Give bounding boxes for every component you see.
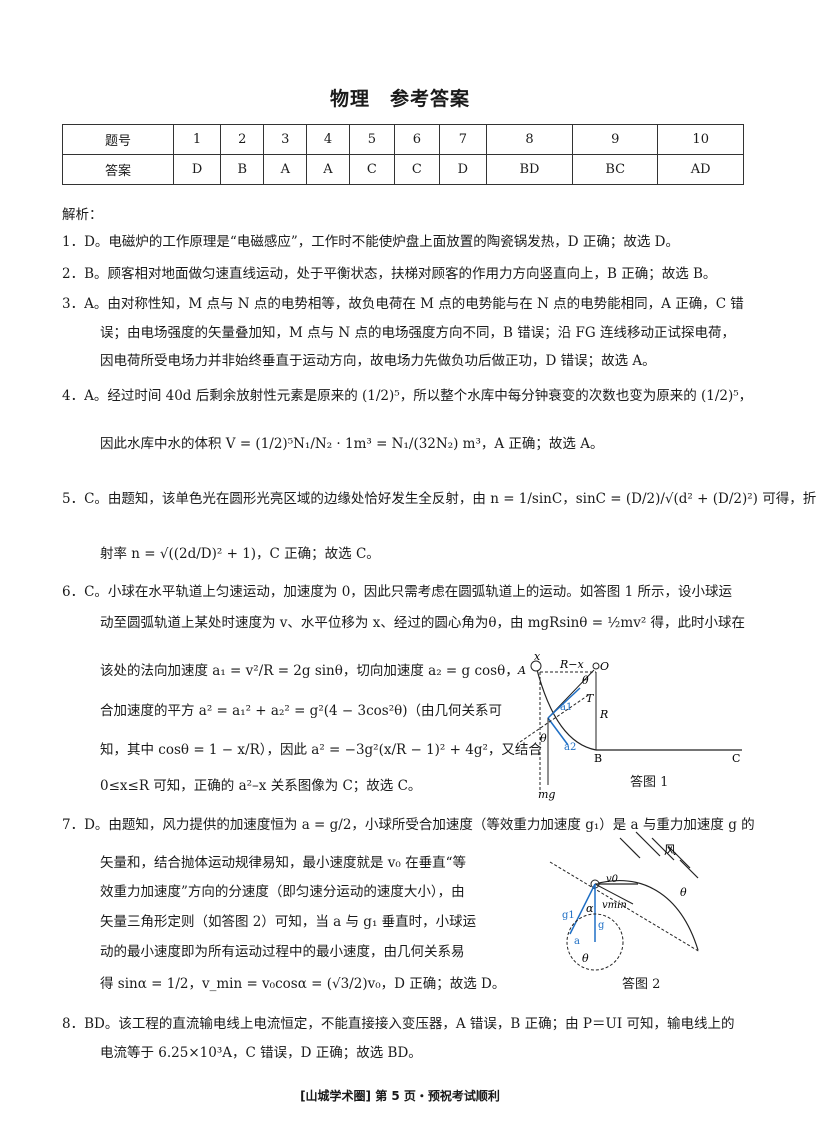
table-cell: A bbox=[306, 154, 350, 185]
answer-line-q7: 7．D。由题知，风力提供的加速度恒为 a = g/2，小球所受合加速度（等效重力… bbox=[62, 817, 755, 833]
fig1-label-c: C bbox=[732, 752, 740, 765]
fig2-label-theta2: θ bbox=[582, 952, 589, 965]
table-cell: 5 bbox=[348, 124, 395, 155]
fig1-label-b: B bbox=[594, 752, 602, 765]
fig2-dash-circle bbox=[566, 913, 624, 971]
answer-line-q3: 3．A。由对称性知，M 点与 N 点的电势相等，故负电荷在 M 点的电势能与在 … bbox=[62, 296, 744, 312]
table-cell: B bbox=[220, 154, 265, 185]
table-cell: BC bbox=[572, 154, 659, 185]
fig2-trajectory bbox=[594, 880, 699, 951]
fig2-label-v0: v0 bbox=[606, 874, 619, 885]
fig2-label-a: a bbox=[574, 936, 580, 947]
fig2-label-g: g bbox=[598, 920, 605, 931]
table-cell: 1 bbox=[173, 124, 222, 155]
table-cell: BD bbox=[485, 154, 574, 185]
fig2-wind-arrow bbox=[667, 845, 691, 869]
answer-line-q2: 2．B。顾客相对地面做匀速直线运动，处于平衡状态，扶梯对顾客的作用力方向竖直向上… bbox=[62, 266, 717, 282]
answer-line-q6: 知，其中 cosθ = 1 − x/R），因此 a² = −3g²(x/R − … bbox=[100, 742, 542, 758]
table-cell: 8 bbox=[485, 124, 574, 155]
table-cell: A bbox=[263, 154, 308, 185]
answer-table-answer-row: 答案 D B A A C C D BD BC AD bbox=[61, 154, 744, 185]
figure-1-diagram: x R−x O A θ T a1 R θ a2 B C mg bbox=[517, 650, 742, 801]
fig2-wind-arrow bbox=[651, 837, 675, 861]
fig2-label-wind: 风 bbox=[664, 843, 676, 857]
table-header-label: 题号 bbox=[61, 124, 175, 155]
fig2-wind-arrow bbox=[635, 831, 661, 857]
answer-line-q7: 矢量和，结合抛体运动规律易知，最小速度就是 v₀ 在垂直“等 bbox=[100, 855, 467, 871]
fig1-arc-track bbox=[535, 665, 597, 751]
fig1-tangent-dash bbox=[519, 693, 591, 743]
table-cell: C bbox=[348, 154, 395, 185]
table-cell: AD bbox=[657, 154, 744, 185]
fig2-g1-arrow bbox=[569, 883, 596, 935]
answer-line-q6: 0≤x≤R 可知，正确的 a²–x 关系图像为 C；故选 C。 bbox=[100, 778, 422, 794]
answer-line-q6: 动至圆弧轨道上某处时速度为 v、水平位移为 x、经过的圆心角为θ，由 mgRsi… bbox=[100, 615, 746, 631]
fig1-label-rx: R−x bbox=[559, 658, 584, 671]
answer-line-q5: 5．C。由题知，该单色光在圆形光亮区域的边缘处恰好发生全反射，由 n = 1/s… bbox=[62, 491, 816, 507]
answer-line-q8: 电流等于 6.25×10³A，C 错误，D 正确；故选 BD。 bbox=[100, 1045, 422, 1061]
fig2-label-theta: θ bbox=[680, 886, 687, 899]
table-cell: 3 bbox=[263, 124, 308, 155]
answer-line-q6: 合加速度的平方 a² = a₁² + a₂² = g²(4 − 3cos²θ)（… bbox=[100, 703, 502, 719]
table-cell: 9 bbox=[572, 124, 659, 155]
fig2-label-alpha: α bbox=[586, 902, 594, 915]
table-cell: 10 bbox=[657, 124, 744, 155]
table-cell: D bbox=[173, 154, 222, 185]
fig2-dash-line bbox=[549, 861, 701, 953]
answer-line-q7: 动的最小速度即为所有运动过程中的最小速度，由几何关系易 bbox=[100, 944, 465, 960]
answer-line-q3: 因电荷所受电场力并非始终垂直于运动方向，故电场力先做负功后做正功，D 错误；故选… bbox=[100, 353, 656, 369]
table-cell: 2 bbox=[220, 124, 265, 155]
table-cell: C bbox=[393, 154, 440, 185]
answer-line-q6: 6．C。小球在水平轨道上匀速运动，加速度为 0，因此只需考虑在圆弧轨道上的运动。… bbox=[62, 584, 732, 600]
answer-line-q5: 射率 n = √((2d/D)² + 1)，C 正确；故选 C。 bbox=[100, 546, 380, 562]
page-title: 物理 参考答案 bbox=[329, 88, 470, 110]
answer-line-q6: 该处的法向加速度 a₁ = v²/R = 2g sinθ，切向加速度 a₂ = … bbox=[100, 663, 519, 679]
figure-1-caption: 答图 1 bbox=[630, 775, 669, 790]
table-answer-label: 答案 bbox=[61, 154, 175, 185]
fig2-label-g1: g1 bbox=[562, 910, 575, 921]
fig1-a1-arrow bbox=[547, 687, 581, 719]
fig1-label-theta2: θ bbox=[540, 732, 547, 745]
answer-table-header-row: 题号 1 2 3 4 5 6 7 8 9 10 bbox=[61, 124, 744, 155]
fig1-label-mg: mg bbox=[538, 788, 555, 801]
page-footer: [山城学术圈] 第 5 页・预祝考试顺利 bbox=[300, 1089, 500, 1103]
table-cell: 4 bbox=[306, 124, 350, 155]
answer-line-q7: 矢量三角形定则（如答图 2）可知，当 a 与 g₁ 垂直时，小球运 bbox=[100, 914, 477, 930]
fig1-a2-arrow bbox=[547, 717, 569, 746]
figure-2-caption: 答图 2 bbox=[622, 977, 661, 992]
fig1-pivot bbox=[592, 662, 600, 670]
table-cell: D bbox=[438, 154, 487, 185]
fig2-label-vmin: vmin bbox=[602, 900, 627, 911]
fig1-label-o: O bbox=[600, 660, 609, 673]
answer-line-q3: 误；由电场强度的矢量叠加知，M 点与 N 点的电场强度方向不同，B 错误；沿 F… bbox=[100, 325, 735, 341]
table-cell: 6 bbox=[393, 124, 440, 155]
analysis-heading: 解析： bbox=[62, 207, 103, 223]
fig2-wind-arrow bbox=[619, 837, 641, 859]
fig2-vmin-arrow bbox=[594, 883, 634, 905]
table-cell: 7 bbox=[438, 124, 487, 155]
fig1-label-a1: a1 bbox=[560, 702, 572, 713]
answer-table: 题号 1 2 3 4 5 6 7 8 9 10 答案 D B A A C C D… bbox=[61, 124, 744, 185]
fig1-label-a2: a2 bbox=[564, 742, 576, 753]
fig1-label-a: A bbox=[517, 664, 526, 677]
answer-line-q7: 效重力加速度”方向的分速度（即匀速分运动的速度大小），由 bbox=[100, 884, 465, 900]
fig1-label-r: R bbox=[599, 708, 608, 721]
fig1-ball-start bbox=[530, 660, 542, 672]
answer-line-q7: 得 sinα = 1/2，v_min = v₀cosα = (√3/2)v₀，D… bbox=[100, 976, 506, 992]
figure-2-diagram: 风 v0 vmin θ g1 α g a θ bbox=[549, 831, 701, 971]
answer-line-q1: 1．D。电磁炉的工作原理是“电磁感应”，工作时不能使炉盘上面放置的陶瓷锅发热，D… bbox=[62, 234, 679, 250]
fig1-label-t: T bbox=[586, 692, 595, 705]
fig1-label-x: x bbox=[534, 650, 541, 663]
fig2-wind-arrow bbox=[679, 859, 699, 879]
answer-line-q4: 4．A。经过时间 40d 后剩余放射性元素是原来的 (1/2)⁵，所以整个水库中… bbox=[62, 388, 753, 404]
answer-line-q8: 8．BD。该工程的直流输电线上电流恒定，不能直接接入变压器，A 错误，B 正确；… bbox=[62, 1016, 735, 1032]
fig1-label-theta: θ bbox=[582, 674, 589, 687]
answer-line-q4: 因此水库中水的体积 V = (1/2)⁵N₁/N₂ · 1m³ = N₁/(32… bbox=[100, 436, 604, 452]
